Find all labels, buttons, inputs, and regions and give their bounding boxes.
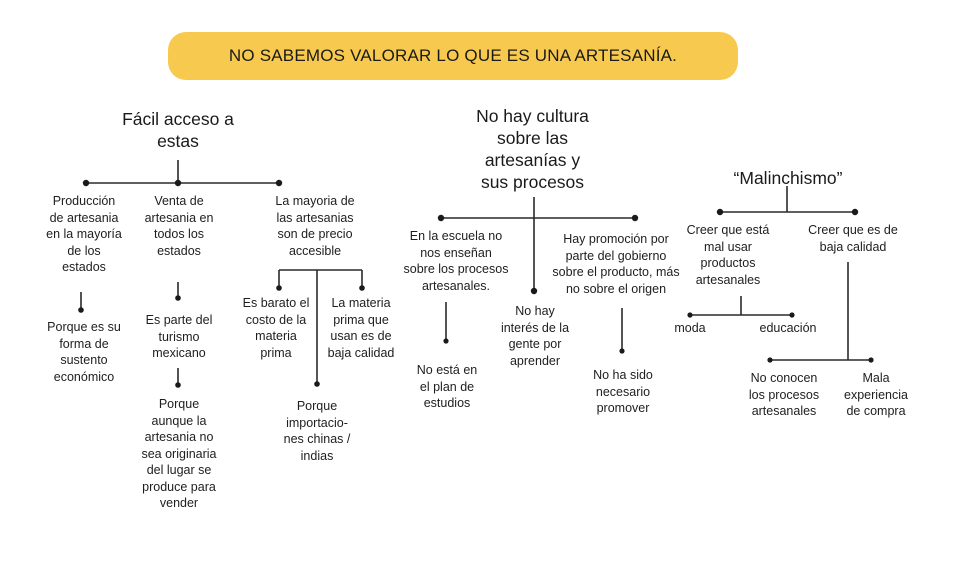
title-banner: NO SABEMOS VALORAR LO QUE ES UNA ARTESAN…	[168, 32, 738, 80]
reason-sustento: Porque es su forma de sustento económico	[47, 320, 121, 384]
cause-interes: No hay interés de la gente por aprender	[500, 304, 570, 368]
diagram-title: NO SABEMOS VALORAR LO QUE ES UNA ARTESAN…	[228, 46, 678, 65]
branch-heading-malinchismo: “Malinchismo”	[733, 168, 843, 188]
cause-promocion: Hay promoción por parte del gobierno sob…	[552, 232, 680, 296]
cause-escuela: En la escuela no nos enseñan sobre los p…	[403, 229, 509, 293]
subcause-mala-experiencia: Mala experiencia de compra	[844, 371, 908, 418]
cause-precio-accesible: La mayoria de las artesanias son de prec…	[275, 194, 355, 258]
reason-turismo: Es parte del turismo mexicano	[145, 313, 213, 360]
reason-importaciones: Porque importacio- nes chinas / indias	[283, 399, 351, 463]
reason-no-necesario: No ha sido necesario promover	[593, 368, 653, 415]
cause-mal-usar: Creer que está mal usar productos artesa…	[686, 223, 770, 287]
cause-baja-calidad: Creer que es de baja calidad	[808, 223, 898, 254]
reason-produce-vender: Porque aunque la artesania no sea origin…	[141, 397, 217, 510]
subcause-no-conocen: No conocen los procesos artesanales	[748, 371, 820, 418]
reason-plan-estudios: No está en el plan de estudios	[416, 363, 478, 410]
subcause-moda: moda	[674, 321, 706, 335]
branch-heading-no-cultura: No hay cultura sobre las artesanías y su…	[476, 106, 589, 192]
subcause-baja-calidad: La materia prima que usan es de baja cal…	[327, 296, 395, 360]
branch-heading-facil-acceso: Fácil acceso a estas	[122, 109, 234, 151]
cause-venta: Venta de artesania en todos los estados	[144, 194, 214, 258]
subcause-barato: Es barato el costo de la materia prima	[242, 296, 310, 360]
subcause-educacion: educación	[759, 321, 817, 335]
cause-produccion: Producción de artesania en la mayoría de…	[46, 194, 122, 274]
